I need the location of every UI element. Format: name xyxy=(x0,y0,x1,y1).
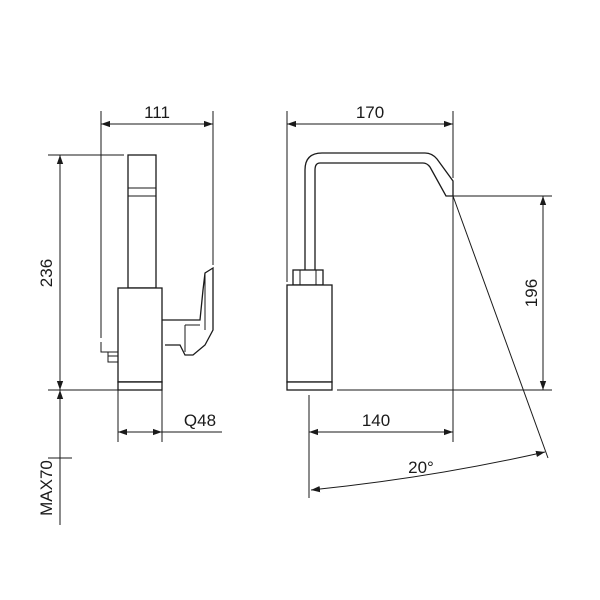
dimension-side-height: 236 xyxy=(37,154,124,391)
dimension-swivel-angle-label: 20° xyxy=(408,458,434,477)
side-view-handle-lever xyxy=(159,266,214,356)
dimension-side-depth: 111 xyxy=(100,103,214,338)
swivel-limit-line xyxy=(452,195,549,459)
dimension-spout-height-label: 196 xyxy=(522,279,541,307)
dimension-side-depth-label: 111 xyxy=(144,103,170,122)
dimension-base-diameter: Q48 xyxy=(117,390,222,442)
side-view-body xyxy=(117,287,163,383)
dimension-mounting-max: MAX70 xyxy=(37,390,72,525)
dimension-side-height-label: 236 xyxy=(37,259,56,287)
dimension-mounting-max-label: MAX70 xyxy=(37,460,56,516)
front-view xyxy=(286,152,454,391)
dimension-base-diameter-label: Q48 xyxy=(184,411,216,430)
front-view-spout xyxy=(304,152,454,270)
side-view-drain-rod xyxy=(100,342,118,353)
front-view-base-plate xyxy=(286,381,333,391)
side-view xyxy=(100,154,214,391)
dimension-front-width: 170 xyxy=(286,103,454,282)
front-view-body xyxy=(286,284,333,383)
dimension-spout-reach-label: 140 xyxy=(362,411,390,430)
dimension-spout-height: 196 xyxy=(337,195,552,391)
side-view-spout-column xyxy=(127,154,157,289)
front-view-collar xyxy=(292,269,324,286)
dimension-swivel-angle: 20° xyxy=(310,450,546,493)
side-view-base-plate xyxy=(117,381,163,391)
dimension-spout-reach: 140 xyxy=(308,196,454,498)
dimension-front-width-label: 170 xyxy=(356,103,384,122)
